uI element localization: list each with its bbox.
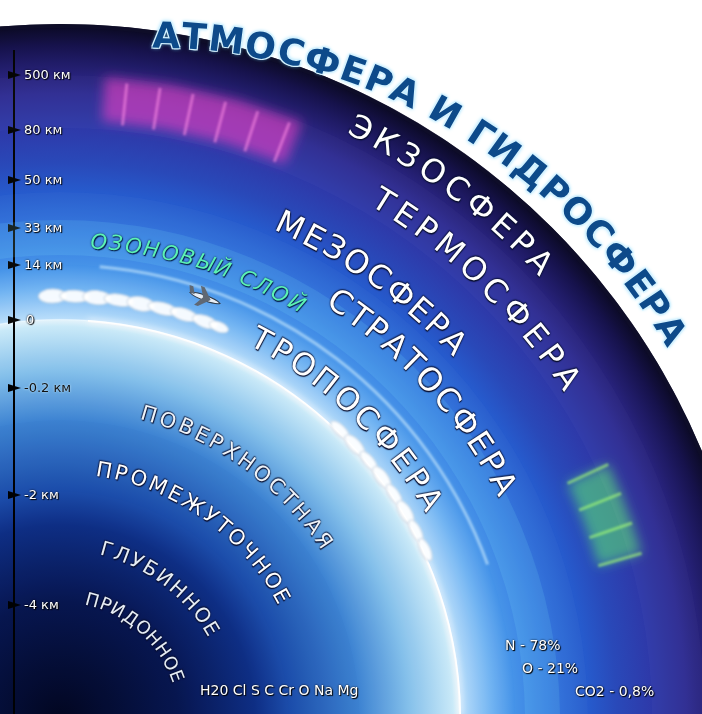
glyph: П xyxy=(95,459,114,482)
glyph: Й xyxy=(211,257,233,282)
glyph: П xyxy=(139,402,160,427)
composition-label: N - 78% xyxy=(505,637,561,654)
glyph: О xyxy=(89,231,107,253)
layer-name: ГЛУБИННОЕ xyxy=(89,538,221,640)
sphere-rim xyxy=(0,26,702,714)
altitude-label: 80 км xyxy=(24,122,62,138)
layer-band: ПРИДОННОЕ xyxy=(0,570,210,714)
band-fill xyxy=(0,320,460,714)
glyph: А xyxy=(152,17,181,54)
band-fill xyxy=(0,492,288,714)
band-fill xyxy=(0,75,702,714)
band-fill xyxy=(0,128,652,714)
composition-label: H20 Cl S C Cr O Na Mg xyxy=(200,682,358,699)
altitude-label: -2 км xyxy=(24,487,59,503)
glyph: О xyxy=(123,235,143,258)
band-fill xyxy=(0,24,702,714)
title: АТМОСФЕРА И ГИДРОСФЕРА xyxy=(137,16,688,351)
band-fill xyxy=(0,420,360,714)
composition-label: CO2 - 0,8% xyxy=(575,683,654,700)
composition-label: O - 21% xyxy=(522,660,578,677)
layer-name: ОЗОНОВЫЙ СЛОЙ xyxy=(81,231,309,318)
glyph: Т xyxy=(181,18,208,56)
altitude-label: -4 км xyxy=(24,597,59,613)
glyph: М xyxy=(206,20,246,60)
band-fill xyxy=(0,192,588,714)
sphere xyxy=(0,24,702,714)
altitude-label: 50 км xyxy=(24,172,62,188)
layer-name: ПРИДОННОЕ xyxy=(77,590,185,685)
altitude-label: 33 км xyxy=(24,220,62,236)
glyph: Р xyxy=(112,462,129,485)
altitude-label: 500 км xyxy=(24,67,71,83)
glyph: Н xyxy=(142,238,162,262)
band-fill xyxy=(0,570,210,714)
glyph: З xyxy=(108,233,124,255)
glyph: О xyxy=(243,26,280,67)
altitude-label: 14 км xyxy=(24,257,62,273)
glyph: И xyxy=(423,90,467,136)
band-fill xyxy=(0,265,515,714)
glyph: О xyxy=(159,241,180,265)
altitude-label: 0 xyxy=(26,312,34,328)
band-fill xyxy=(0,220,560,714)
altitude-label: -0.2 км xyxy=(24,380,71,396)
